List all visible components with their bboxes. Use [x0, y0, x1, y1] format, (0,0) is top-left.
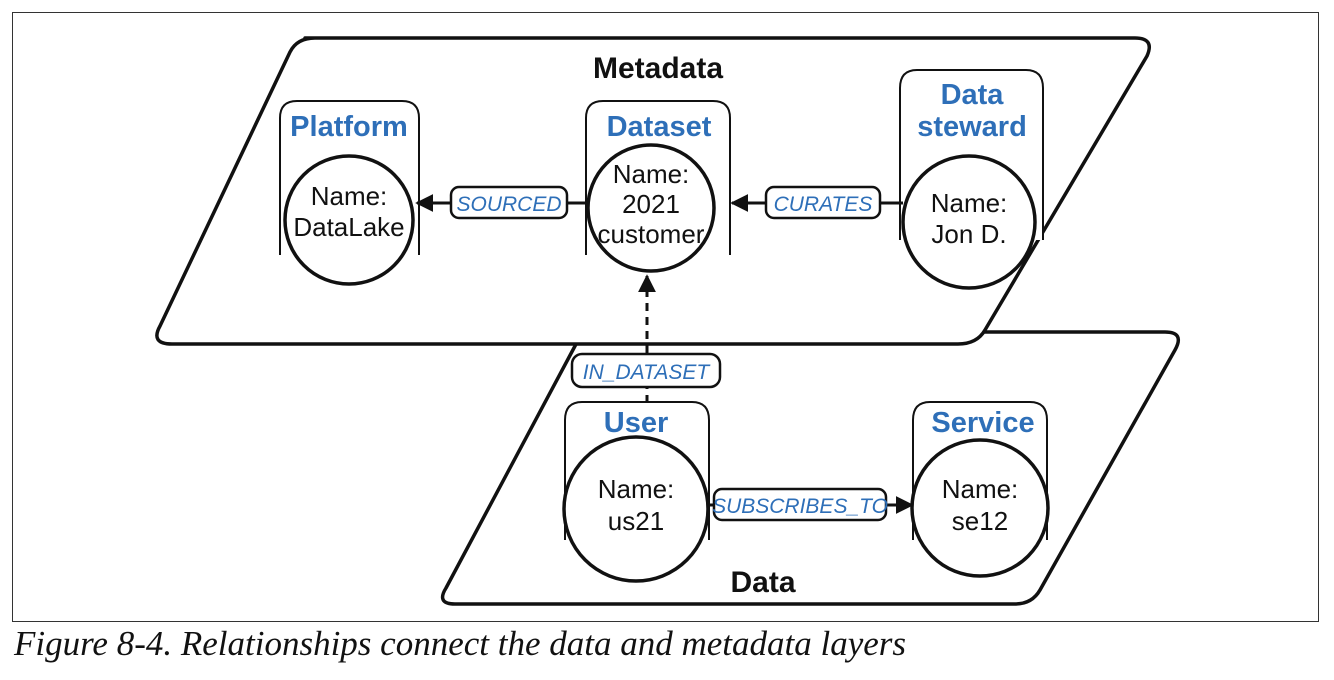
node-property-key: Name:	[942, 474, 1019, 504]
node-label: Dataset	[607, 111, 712, 143]
edge-label: SOURCED	[456, 193, 561, 216]
node-property-key: Name:	[613, 159, 690, 189]
node-property-value: Jon D.	[931, 219, 1006, 249]
edge-label: SUBSCRIBES_TO	[712, 495, 888, 518]
node-property-key: Name:	[598, 474, 675, 504]
node-circle	[283, 154, 415, 286]
node-data-steward: Data steward Name: Jon D.	[899, 69, 1044, 290]
edge-curates: CURATES	[730, 185, 903, 220]
node-label: User	[604, 407, 669, 439]
node-label: Service	[931, 407, 1034, 439]
node-dataset: Dataset Name: 2021 customer	[585, 100, 731, 273]
node-property-value: DataLake	[293, 212, 404, 242]
edge-label-box	[712, 487, 888, 522]
node-label-line-1: Data	[941, 79, 1005, 111]
edge-subscribes-to: SUBSCRIBES_TO	[707, 487, 914, 522]
node-circle	[901, 154, 1037, 290]
node-property-value: us21	[608, 506, 664, 536]
node-label: Platform	[290, 111, 408, 143]
edge-label-box	[449, 185, 569, 220]
diagram: Metadata Data Platform Name: DataLake Da…	[155, 36, 1181, 606]
node-property-value-2: customer	[598, 219, 705, 249]
node-property-key: Name:	[311, 181, 388, 211]
node-property-key: Name:	[931, 188, 1008, 218]
edge-label: CURATES	[774, 193, 873, 216]
edge-sourced: SOURCED	[415, 185, 587, 220]
edge-label: IN_DATASET	[583, 361, 712, 384]
edge-label-box	[570, 352, 722, 389]
node-circle	[562, 435, 710, 583]
figure-frame	[12, 12, 1319, 622]
edge-label-box	[764, 185, 882, 220]
node-circle	[586, 143, 716, 273]
node-user: User Name: us21	[562, 401, 710, 583]
node-property-value: 2021	[622, 189, 680, 219]
figure-caption: Figure 8-4. Relationships connect the da…	[14, 624, 907, 663]
node-property-value: se12	[952, 506, 1008, 536]
metadata-layer-title: Metadata	[593, 52, 723, 85]
node-platform: Platform Name: DataLake	[279, 100, 420, 286]
data-layer-title: Data	[730, 566, 795, 599]
edge-in-dataset: IN_DATASET	[570, 274, 722, 403]
node-service: Service Name: se12	[910, 401, 1050, 578]
data-layer-plane	[440, 330, 1181, 606]
node-label-line-2: steward	[917, 111, 1027, 143]
